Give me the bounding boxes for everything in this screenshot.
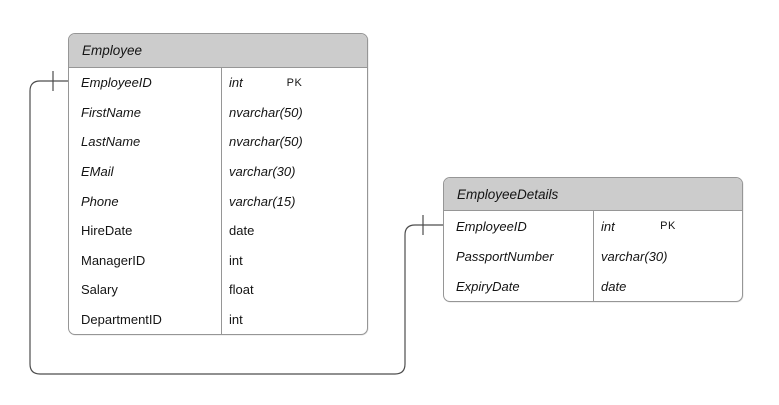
table-row: DepartmentID int xyxy=(69,304,367,335)
column-type: int xyxy=(601,218,615,234)
column-type: int xyxy=(229,75,243,91)
table-row: Salary float xyxy=(69,274,367,305)
column-type: varchar(30) xyxy=(229,163,296,179)
table-row: FirstName nvarchar(50) xyxy=(69,97,367,128)
column-name: PassportNumber xyxy=(456,248,554,264)
column-name: ExpiryDate xyxy=(456,278,520,294)
table-row: HireDate date xyxy=(69,215,367,246)
table-row: ManagerID int xyxy=(69,245,367,275)
table-row: EmployeeID int PK xyxy=(69,68,367,98)
column-type: float xyxy=(229,282,254,298)
column-type-cell: nvarchar(50) xyxy=(221,97,367,128)
table-row: Phone varchar(15) xyxy=(69,186,367,216)
column-type-cell: int PK xyxy=(221,68,367,98)
column-name: LastName xyxy=(81,134,141,150)
column-type: int xyxy=(229,311,243,327)
column-name: EMail xyxy=(81,163,114,179)
table-row: PassportNumber varchar(30) xyxy=(444,241,742,271)
column-name: HireDate xyxy=(81,223,133,239)
employeedetails-columns-list: EmployeeID int PK PassportNumber varchar… xyxy=(444,211,742,301)
column-type-cell: date xyxy=(593,271,742,301)
table-title-employeedetails: EmployeeDetails xyxy=(444,178,742,211)
entity-table-employee: Employee EmployeeID int PK FirstName nva… xyxy=(68,33,368,335)
column-type-cell: varchar(30) xyxy=(221,156,367,187)
column-type-cell: varchar(30) xyxy=(593,241,742,271)
column-name: EmployeeID xyxy=(81,75,152,91)
column-type-cell: nvarchar(50) xyxy=(221,127,367,157)
column-type: nvarchar(50) xyxy=(229,104,303,120)
column-name: Phone xyxy=(81,193,119,209)
entity-table-employeedetails: EmployeeDetails EmployeeID int PK Passpo… xyxy=(443,177,743,302)
column-name: FirstName xyxy=(81,104,141,120)
column-type: varchar(30) xyxy=(601,248,668,264)
table-row: LastName nvarchar(50) xyxy=(69,127,367,157)
column-type: date xyxy=(601,278,627,294)
column-type: varchar(15) xyxy=(229,193,296,209)
column-type-cell: int xyxy=(221,245,367,275)
primary-key-badge: PK xyxy=(286,76,303,89)
column-name: DepartmentID xyxy=(81,311,162,327)
column-type-cell: int xyxy=(221,304,367,335)
column-type-cell: int PK xyxy=(593,211,742,241)
table-row: EMail varchar(30) xyxy=(69,156,367,187)
table-row: ExpiryDate date xyxy=(444,271,742,301)
column-type: date xyxy=(229,223,255,239)
employee-columns-list: EmployeeID int PK FirstName nvarchar(50)… xyxy=(69,68,367,335)
column-name: Salary xyxy=(81,282,118,298)
column-type-cell: float xyxy=(221,274,367,305)
column-type: nvarchar(50) xyxy=(229,134,303,150)
table-row: EmployeeID int PK xyxy=(444,211,742,241)
table-title-employee: Employee xyxy=(69,34,367,68)
column-type-cell: date xyxy=(221,215,367,246)
column-name: EmployeeID xyxy=(456,218,527,234)
column-type: int xyxy=(229,252,243,268)
column-name: ManagerID xyxy=(81,252,146,268)
column-type-cell: varchar(15) xyxy=(221,186,367,216)
primary-key-badge: PK xyxy=(660,220,676,232)
